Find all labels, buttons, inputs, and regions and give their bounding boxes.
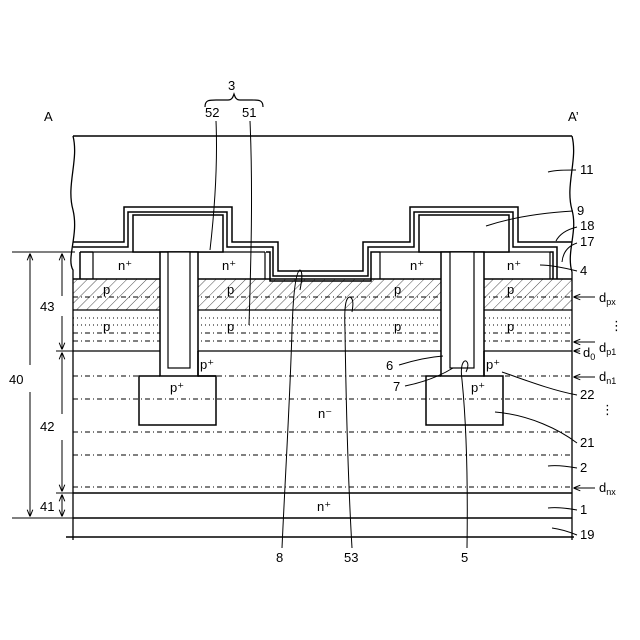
svg-text:53: 53 bbox=[344, 550, 358, 565]
svg-text:43: 43 bbox=[40, 299, 54, 314]
svg-text:5: 5 bbox=[461, 550, 468, 565]
svg-text:dpx: dpx bbox=[599, 290, 616, 307]
svg-text:51: 51 bbox=[242, 105, 256, 120]
nplus-label: n⁺ bbox=[118, 258, 132, 273]
svg-text:7: 7 bbox=[393, 379, 400, 394]
bottom-reference-labels: 8 53 5 bbox=[276, 270, 468, 565]
svg-text:22: 22 bbox=[580, 387, 594, 402]
svg-text:17: 17 bbox=[580, 234, 594, 249]
svg-text:42: 42 bbox=[40, 419, 54, 434]
nminus-label: n⁻ bbox=[318, 406, 332, 421]
dimension-42: 42 bbox=[40, 353, 75, 493]
svg-text:9: 9 bbox=[577, 203, 584, 218]
p-label: p bbox=[507, 282, 514, 297]
gate-electrodes bbox=[133, 215, 509, 252]
svg-text:21: 21 bbox=[580, 435, 594, 450]
pplus-label: p⁺ bbox=[200, 357, 214, 372]
svg-text:4: 4 bbox=[580, 263, 587, 278]
nplus-label: n⁺ bbox=[507, 258, 521, 273]
svg-text:3: 3 bbox=[228, 78, 235, 93]
p-label: p bbox=[103, 282, 110, 297]
section-marker-right: A’ bbox=[568, 109, 579, 124]
svg-text:19: 19 bbox=[580, 527, 594, 542]
nplus-source-layer bbox=[73, 252, 572, 279]
svg-text:52: 52 bbox=[205, 105, 219, 120]
svg-text:2: 2 bbox=[580, 460, 587, 475]
section-marker-left: A bbox=[44, 109, 53, 124]
svg-text:1: 1 bbox=[580, 502, 587, 517]
p-label: p bbox=[103, 319, 110, 334]
dimension-41: 41 bbox=[40, 495, 62, 516]
p-base-hatched bbox=[73, 279, 572, 310]
dimension-43: 43 bbox=[40, 254, 75, 351]
section-outline bbox=[66, 136, 574, 540]
svg-text:11: 11 bbox=[580, 162, 594, 177]
p-label: p bbox=[507, 319, 514, 334]
nplus-label: n⁺ bbox=[410, 258, 424, 273]
svg-text:40: 40 bbox=[9, 372, 23, 387]
pplus-label: p⁺ bbox=[471, 380, 485, 395]
pplus-label: p⁺ bbox=[170, 380, 184, 395]
p-label: p bbox=[394, 319, 401, 334]
pplus-label: p⁺ bbox=[486, 357, 500, 372]
svg-text:18: 18 bbox=[580, 218, 594, 233]
dimension-40: 40 bbox=[9, 252, 75, 518]
svg-text:8: 8 bbox=[276, 550, 283, 565]
p-label: p bbox=[394, 282, 401, 297]
svg-text:⋮: ⋮ bbox=[610, 318, 623, 333]
p-label: p bbox=[227, 319, 234, 334]
nplus-label: n⁺ bbox=[222, 258, 236, 273]
svg-text:41: 41 bbox=[40, 499, 54, 514]
svg-text:d0: d0 bbox=[583, 345, 595, 362]
svg-text:⋮: ⋮ bbox=[601, 402, 614, 417]
nplus-substrate-label: n⁺ bbox=[317, 499, 331, 514]
svg-text:dnx: dnx bbox=[599, 480, 616, 497]
svg-text:dp1: dp1 bbox=[599, 340, 616, 357]
svg-text:dn1: dn1 bbox=[599, 369, 616, 386]
p-label: p bbox=[227, 282, 234, 297]
svg-text:6: 6 bbox=[386, 358, 393, 373]
